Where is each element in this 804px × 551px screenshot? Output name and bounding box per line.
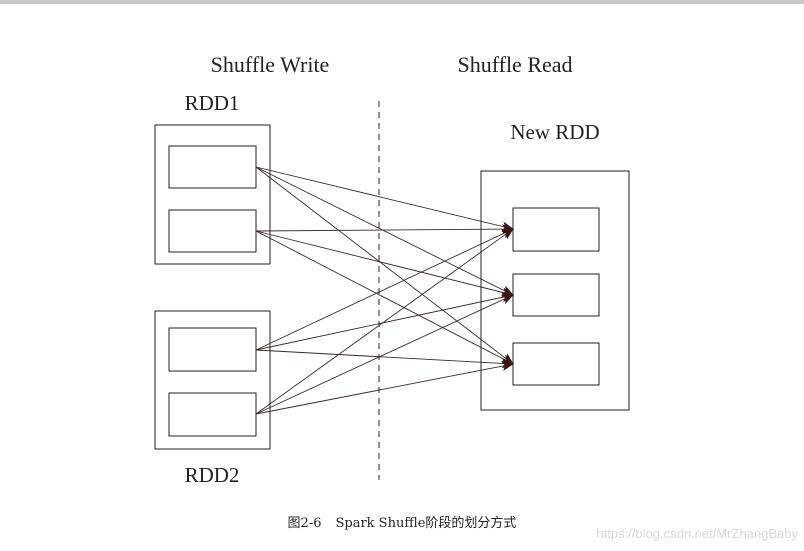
arrow-rdd1p2-to-newp2 [255, 230, 514, 298]
rdd1-box [154, 124, 271, 265]
arrow-rdd2p2-to-newp2 [255, 294, 514, 415]
new-rdd-partition-3 [512, 342, 600, 386]
new-rdd-label: New RDD [510, 120, 599, 144]
arrow-rdd2p2-to-newp1 [255, 228, 514, 415]
shuffle-arrows [255, 166, 514, 415]
arrow-rdd2p1-to-newp3 [255, 349, 514, 369]
shuffle-write-label: Shuffle Write [211, 52, 330, 77]
rdd1-partition-2 [168, 209, 257, 253]
arrow-rdd2p1-to-newp1 [255, 228, 514, 351]
rdd2-partition-1 [168, 327, 257, 372]
rdd2-label: RDD2 [185, 463, 240, 487]
rdd1-label: RDD1 [185, 91, 240, 115]
new-rdd-box [480, 170, 630, 411]
shuffle-diagram: Shuffle Write Shuffle Read RDD1 New RDD … [154, 52, 630, 487]
new-rdd-partition-1 [512, 207, 600, 252]
rdd1-partition-1 [168, 145, 257, 189]
figure-caption: 图2-6 Spark Shuffle阶段的划分方式 [0, 512, 804, 531]
arrow-rdd1p1-to-newp1 [255, 166, 514, 232]
arrow-rdd1p2-to-newp3 [255, 230, 514, 365]
rdd2-partition-2 [168, 392, 257, 437]
shuffle-read-label: Shuffle Read [457, 52, 572, 77]
arrow-rdd1p1-to-newp2 [255, 166, 514, 296]
arrow-rdd1p2-to-newp1 [255, 224, 514, 235]
arrow-rdd2p2-to-newp3 [255, 361, 514, 415]
figure-number: 图2-6 [287, 516, 322, 531]
new-rdd-partition-2 [512, 273, 600, 317]
rdd2-box [154, 310, 271, 450]
top-border [0, 0, 804, 4]
arrow-rdd2p1-to-newp2 [255, 292, 514, 351]
caption-text: Spark Shuffle阶段的划分方式 [335, 516, 517, 531]
arrow-rdd1p1-to-newp3 [255, 166, 514, 365]
watermark-text: https://blog.csdn.net/MrZhangBaby [596, 526, 798, 541]
